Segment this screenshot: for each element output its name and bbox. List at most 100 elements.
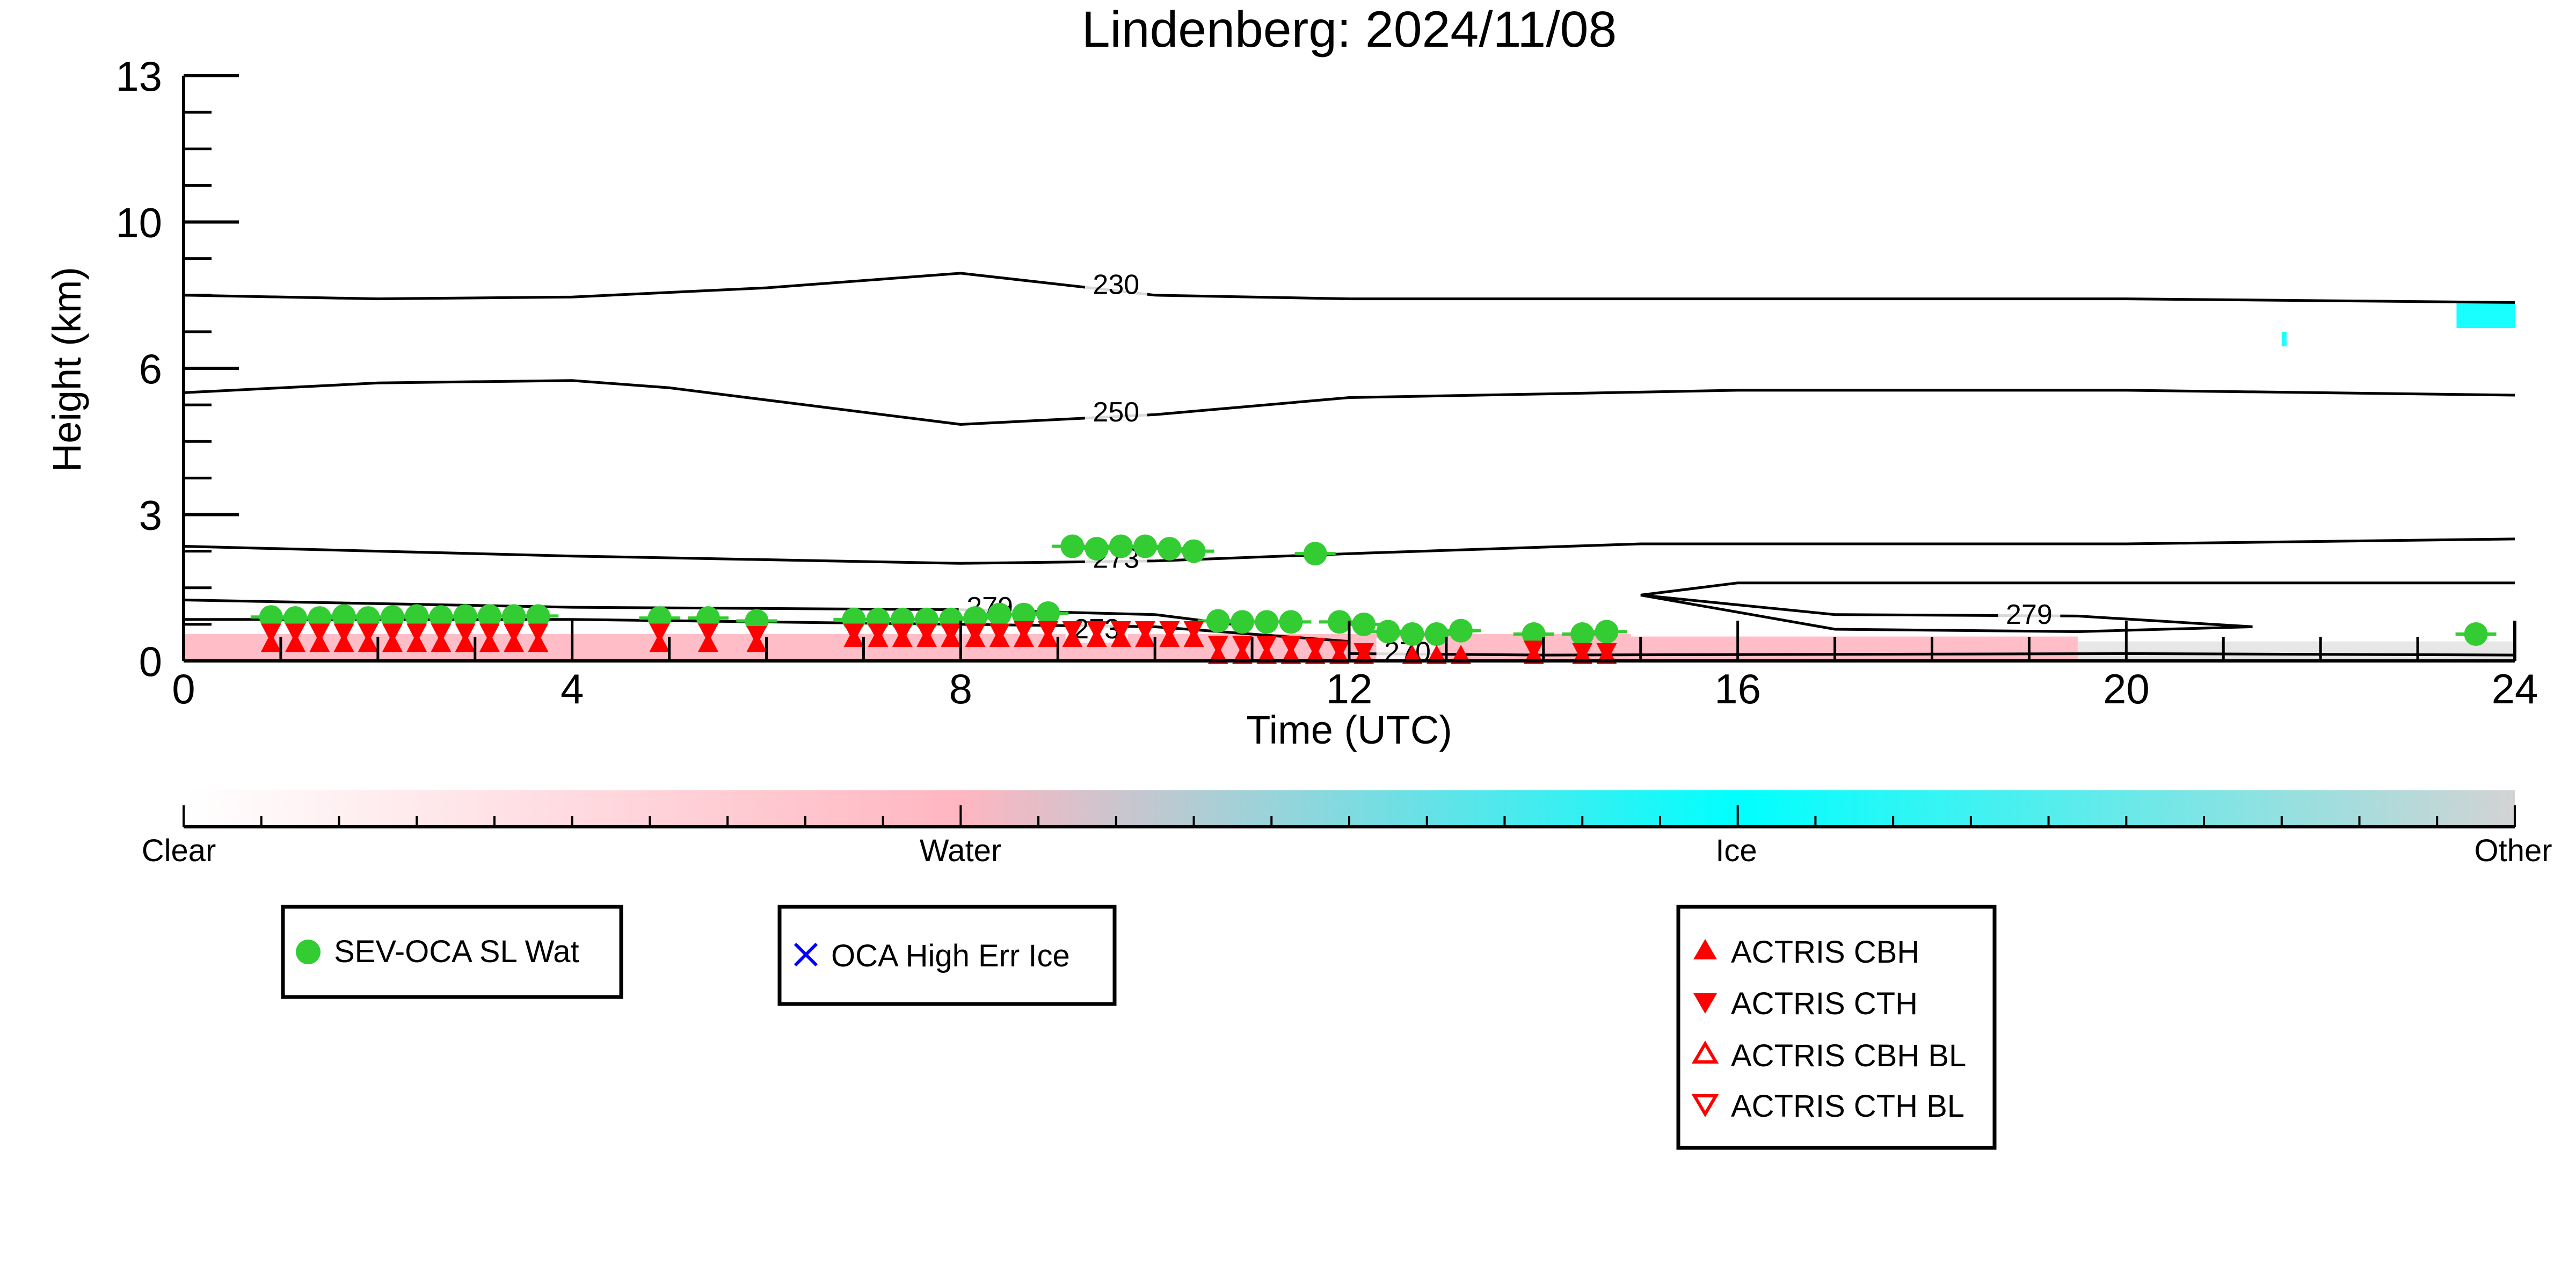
colorbar-ticks (183, 805, 2516, 827)
contour-279-4 (1640, 581, 2515, 596)
marker-actris-cth (1135, 621, 1156, 641)
marker-sev-oca-sl-wat (1449, 618, 1473, 643)
marker-actris-cth (892, 623, 913, 643)
legend-marker-oca-high-err-ice (794, 942, 818, 967)
x-tick-label: 4 (561, 665, 584, 712)
marker-sev-oca-sl-wat (987, 602, 1012, 627)
marker-sev-oca-sl-wat (1303, 542, 1327, 566)
colorbar-label-water: Water (920, 833, 1002, 868)
legend-box-oca-ice (777, 905, 1117, 1006)
marker-sev-oca-sl-wat (526, 604, 550, 628)
legend-label-sev-oca-sl-wat: SEV-OCA SL Wat (334, 934, 579, 969)
colorbar: Clear Water Ice Other (142, 790, 2552, 868)
marker-actris-cth (309, 623, 330, 643)
contour-230-0 (184, 272, 2515, 304)
contour-label-bg-0 (1085, 270, 1147, 299)
marker-actris-cth (1013, 621, 1034, 641)
marker-actris-cth (1305, 638, 1326, 658)
marker-sev-oca-sl-wat (1230, 610, 1254, 634)
marker-sev-oca-sl-wat (1570, 622, 1595, 646)
marker-actris-cbh (1451, 644, 1472, 664)
marker-sev-oca-sl-wat (1158, 537, 1182, 561)
legend-label-actris-cbh-bl: ACTRIS CBH BL (1731, 1038, 1966, 1073)
band-water-1 (1631, 636, 2078, 661)
x-tick-label: 8 (949, 665, 972, 712)
marker-actris-cth (697, 623, 718, 643)
legend-label-actris-cth: ACTRIS CTH (1731, 986, 1918, 1021)
x-axis-label: Time (UTC) (1246, 708, 1452, 752)
x-tick-label: 16 (1714, 665, 1761, 712)
legend-label-actris-cbh: ACTRIS CBH (1731, 935, 1919, 970)
marker-sev-oca-sl-wat (1424, 622, 1449, 646)
marker-sev-oca-sl-wat (1279, 610, 1303, 634)
x-tick-label: 20 (2103, 665, 2150, 712)
marker-sev-oca-sl-wat (477, 604, 501, 628)
y-tick-label: 13 (115, 53, 162, 100)
contour-250-1 (184, 379, 2515, 426)
marker-actris-cth (989, 623, 1010, 643)
y-axis-label: Height (km) (45, 267, 89, 472)
marker-actris-cth (528, 623, 549, 643)
marker-actris-cth (941, 623, 962, 643)
legend-oca-ice: OCA High Err Ice (777, 905, 1117, 1006)
marker-sev-oca-sl-wat (1595, 620, 1619, 644)
marker-actris-cth (1354, 643, 1374, 663)
marker-sev-oca-sl-wat (1327, 610, 1351, 634)
x-tick-label: 24 (2492, 665, 2538, 712)
marker-actris-cth (260, 623, 281, 643)
legend-actris: ACTRIS CBH ACTRIS CTH ACTRIS CBH BL ACTR… (1676, 905, 1997, 1150)
y-tick-label: 0 (139, 638, 162, 685)
marker-actris-cth (358, 623, 379, 643)
marker-actris-cth (1572, 643, 1593, 663)
y-tick-label: 10 (115, 199, 162, 246)
y-tick-label: 3 (139, 492, 162, 539)
colorbar-label-other: Other (2474, 833, 2552, 868)
marker-sev-oca-sl-wat (1400, 622, 1424, 646)
marker-actris-cth (1086, 621, 1107, 641)
legend-label-actris-cth-bl: ACTRIS CTH BL (1731, 1089, 1964, 1124)
legend-marker-actris-cth (1693, 993, 1717, 1014)
marker-sev-oca-sl-wat (1109, 534, 1133, 558)
x-tick-label: 12 (1326, 665, 1373, 712)
marker-sev-oca-sl-wat (332, 604, 356, 628)
marker-actris-cth (1110, 621, 1131, 641)
legend-marker-actris-cbh-bl (1691, 1040, 1719, 1064)
band-ice-4 (2281, 331, 2287, 347)
legend-label-oca-high-err-ice: OCA High Err Ice (831, 938, 1070, 973)
marker-actris-cth (1183, 621, 1204, 641)
marker-actris-cth (1596, 643, 1617, 663)
marker-sev-oca-sl-wat (405, 604, 429, 628)
marker-sev-oca-sl-wat (1036, 601, 1060, 625)
marker-sev-oca-sl-wat (2464, 622, 2488, 646)
marker-sev-oca-sl-wat (1522, 622, 1546, 646)
marker-actris-cth (455, 623, 476, 643)
marker-actris-cth (1062, 621, 1083, 641)
y-tick-label: 6 (139, 345, 162, 392)
marker-sev-oca-sl-wat (259, 605, 283, 629)
marker-sev-oca-sl-wat (1255, 610, 1279, 634)
contour-label-bg-1 (1085, 397, 1147, 426)
marker-sev-oca-sl-wat (502, 604, 526, 628)
contour-label-250: 250 (1093, 397, 1139, 428)
data-markers (250, 534, 2497, 664)
legend-box-actris (1676, 905, 1997, 1150)
chart-title: Lindenberg: 2024/11/08 (1082, 1, 1617, 58)
marker-actris-cth (1280, 636, 1301, 656)
marker-actris-cth (1159, 621, 1180, 641)
marker-sev-oca-sl-wat (1133, 534, 1158, 558)
legend-sev-oca: SEV-OCA SL Wat (281, 905, 623, 999)
temperature-contours: 230250273279273279270 (184, 270, 2515, 661)
marker-sev-oca-sl-wat (1376, 620, 1400, 644)
marker-actris-cth (504, 623, 525, 643)
marker-actris-cth (1329, 641, 1350, 660)
marker-actris-cbh (1402, 644, 1423, 664)
marker-actris-cth (406, 623, 427, 643)
marker-sev-oca-sl-wat (1012, 602, 1036, 627)
contour-273-2 (184, 537, 2515, 565)
marker-actris-cth (1207, 636, 1228, 656)
marker-actris-cth (649, 623, 670, 643)
marker-sev-oca-sl-wat (1060, 534, 1085, 558)
marker-actris-cbh (1426, 644, 1447, 664)
marker-actris-cth (1256, 636, 1277, 656)
